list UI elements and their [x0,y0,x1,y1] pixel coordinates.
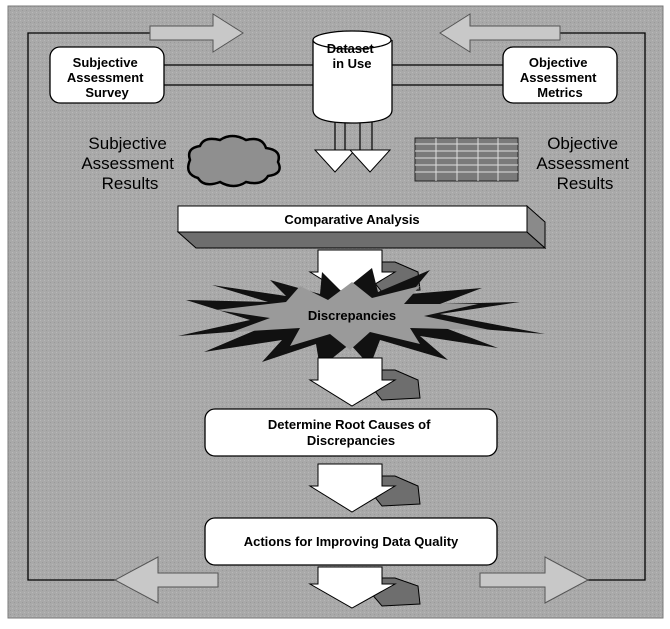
objective-metrics-line-1: Objective [529,55,588,70]
flow-arrow-2 [308,357,421,407]
dataset-cylinder: Dataset in Use [312,30,393,124]
dataset-label-line-1: Dataset [327,41,375,56]
root-causes-line-1: Determine Root Causes of [268,417,431,432]
objective-results-line-3: Results [557,174,614,193]
discrepancies-burst: Discrepancies [178,268,545,368]
svg-text:Objective Assessment: Objective Assessment Metrics [520,55,600,100]
objective-metrics-line-3: Metrics [537,85,583,100]
subjective-assessment-results-label: Subjective Assessment Results [81,134,178,193]
flow-arrow-4 [308,566,421,609]
subjective-assessment-survey-box: Subjective Assessment Survey [49,46,165,104]
svg-text:Subjective Assessment: Subjective Assessment Results [81,134,178,193]
actions-label: Actions for Improving Data Quality [244,534,459,549]
bottom-right-feedback-arrow [479,556,590,604]
objective-assessment-metrics-box: Objective Assessment Metrics [502,46,618,104]
dataset-label-line-2: in Use [332,56,371,71]
dataset-down-arrows [313,149,392,173]
top-right-feedback-arrow [439,13,561,53]
subjective-survey-line-2: Assessment [67,70,144,85]
objective-results-line-1: Objective [547,134,618,153]
top-left-feedback-arrow [149,13,244,53]
bottom-left-feedback-arrow [113,556,219,604]
subjective-results-line-1: Subjective [88,134,166,153]
subjective-survey-line-1: Subjective [73,55,138,70]
subjective-results-line-2: Assessment [81,154,174,173]
svg-text:Objective Assessment: Objective Assessment Results [536,134,633,193]
actions-box: Actions for Improving Data Quality [204,517,498,566]
grid-table-icon [414,137,519,182]
root-causes-box: Determine Root Causes of Discrepancies [204,408,498,457]
objective-assessment-results-label: Objective Assessment Results [536,134,633,193]
root-causes-line-2: Discrepancies [307,433,395,448]
svg-text:Dataset in Use: Dataset in Use [327,41,378,71]
subjective-survey-line-3: Survey [85,85,129,100]
subjective-results-line-3: Results [102,174,159,193]
discrepancies-label: Discrepancies [308,308,396,323]
cloud-icon [187,134,281,188]
objective-metrics-line-2: Assessment [520,70,597,85]
flow-arrow-3 [308,463,421,513]
svg-text:Determine Root Causes of: Determine Root Causes of Discrepancies [268,417,434,448]
objective-results-line-2: Assessment [536,154,629,173]
comparative-analysis-label: Comparative Analysis [284,212,419,227]
svg-text:Subjective Assessment: Subjective Assessment Survey [67,55,147,100]
comparative-analysis-box: Comparative Analysis [176,204,547,250]
